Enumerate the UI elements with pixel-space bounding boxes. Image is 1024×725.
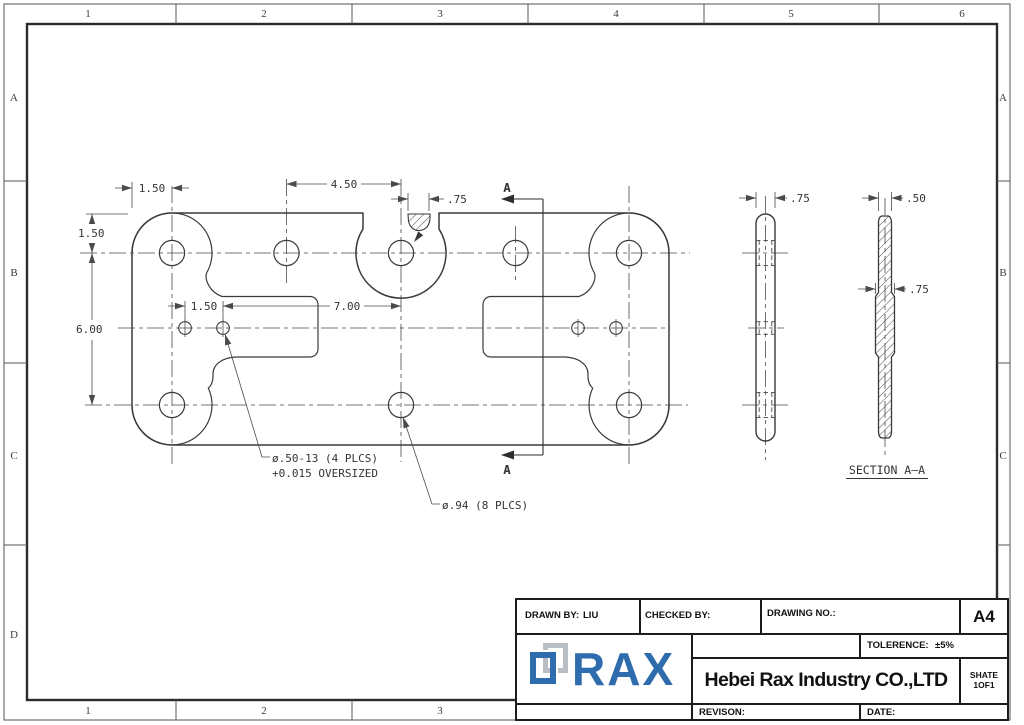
- zone-top-1: 1: [85, 8, 91, 20]
- dimension-arrow-icons: [88, 180, 439, 429]
- zone-top-6: 6: [959, 8, 965, 20]
- plate-outline: [131, 212, 670, 446]
- dim-side-thickness: .75: [790, 192, 810, 205]
- tb-vline-1: [639, 600, 641, 633]
- thru-holes: [158, 239, 643, 419]
- zone-top-2: 2: [261, 8, 267, 20]
- tolerance-value: ±5%: [935, 640, 954, 651]
- zone-bottom-1: 1: [85, 705, 91, 717]
- tapped-holes: [178, 319, 623, 337]
- tb-vline-6: [959, 657, 961, 705]
- sheet-number: SHATE 1OF1: [969, 670, 999, 690]
- checked-by-label: CHECKED BY:: [645, 610, 711, 621]
- section-dim-arrow-icons: [865, 194, 905, 293]
- drawn-by-label: DRAWN BY:: [525, 610, 580, 621]
- tb-vline-4: [691, 633, 693, 719]
- top-zone-dividers: [175, 4, 880, 24]
- tb-hline-2: [691, 657, 1007, 659]
- sheet-frame: [3, 3, 1011, 721]
- zone-left-a: A: [10, 92, 18, 104]
- company-name: Hebei Rax Industry CO.,LTD: [704, 668, 949, 691]
- centerlines: [80, 179, 690, 468]
- section-arrow-icons: [501, 194, 514, 460]
- side-dim-arrow-icons: [746, 194, 785, 202]
- tb-hline-3: [517, 703, 1007, 705]
- dim-small-spacing: 1.50: [191, 300, 218, 313]
- tb-vline-5: [859, 633, 861, 659]
- section-caption: SECTION A–A: [849, 463, 925, 477]
- dim-top-margin: 1.50: [78, 227, 105, 240]
- title-block: DRAWN BY: LIU CHECKED BY: DRAWING NO.: A…: [515, 598, 1009, 721]
- tb-hline-1: [517, 633, 1007, 635]
- dim-notch-width: .75: [447, 193, 467, 206]
- side-outline: [755, 213, 776, 442]
- tb-vline-2: [760, 600, 762, 633]
- zone-left-c: C: [10, 450, 17, 462]
- edge-notch-detail: [407, 213, 431, 242]
- tb-vline-7: [859, 703, 861, 719]
- leader-tapped-note: +0.015 OVERSIZED: [272, 467, 378, 480]
- zone-left-b: B: [10, 267, 17, 279]
- side-hidden-lines: [756, 239, 775, 419]
- bottom-zone-dividers: [175, 700, 353, 720]
- leader-tapped-text: ø.50-13 (4 PLCS): [272, 452, 378, 465]
- zone-bottom-2: 2: [261, 705, 267, 717]
- zone-labels: 1 2 3 4 5 6 1 2 3 A B C D A B C: [10, 8, 1007, 717]
- company-logo: RAX: [525, 642, 693, 702]
- notch-pointer-icon: [414, 231, 424, 242]
- leader-thru-text: ø.94 (8 PLCS): [442, 499, 528, 512]
- tb-vline-3: [959, 600, 961, 633]
- revision-label: REVISON:: [699, 707, 745, 718]
- section-profile: [874, 215, 896, 439]
- zone-top-4: 4: [613, 8, 619, 20]
- dim-hole-spacing: 4.50: [331, 178, 358, 191]
- section-view: .50 .75 SECTION A–A: [846, 192, 929, 479]
- side-centerlines: [742, 196, 790, 460]
- dim-small-span: 7.00: [334, 300, 361, 313]
- tolerance-label: TOLERENCE:: [867, 640, 929, 651]
- zone-right-c: C: [999, 450, 1006, 462]
- zone-right-a: A: [999, 92, 1007, 104]
- zone-right-b: B: [999, 267, 1006, 279]
- logo-blue-square-icon: [530, 652, 556, 684]
- inner-contour-left: [131, 212, 319, 446]
- inner-contour-right: [482, 212, 670, 446]
- right-zone-dividers: [997, 180, 1010, 546]
- zone-top-3: 3: [437, 8, 443, 20]
- dim-section-boss-width: .75: [909, 283, 929, 296]
- dim-row-spacing: 6.00: [76, 323, 103, 336]
- inner-border: [25, 22, 999, 702]
- dim-edge-offset: 1.50: [139, 182, 166, 195]
- section-cut-line: [501, 194, 544, 460]
- cut-label-bottom: A: [503, 462, 511, 477]
- sheet-size: A4: [973, 606, 995, 626]
- side-view: .75: [739, 192, 810, 460]
- date-label: DATE:: [867, 707, 896, 718]
- zone-bottom-3: 3: [437, 705, 443, 717]
- left-zone-dividers: [4, 180, 27, 546]
- logo-text: RAX: [572, 643, 676, 695]
- zone-top-5: 5: [788, 8, 794, 20]
- zone-left-d: D: [10, 629, 18, 641]
- drawn-by-value: LIU: [583, 610, 599, 621]
- dimension-lines: [86, 182, 444, 505]
- dim-section-top-width: .50: [906, 192, 926, 205]
- cut-label-top: A: [503, 180, 511, 195]
- drawing-no-label: DRAWING NO.:: [767, 608, 836, 619]
- front-view: A A: [76, 178, 690, 512]
- outer-border: [3, 3, 1011, 721]
